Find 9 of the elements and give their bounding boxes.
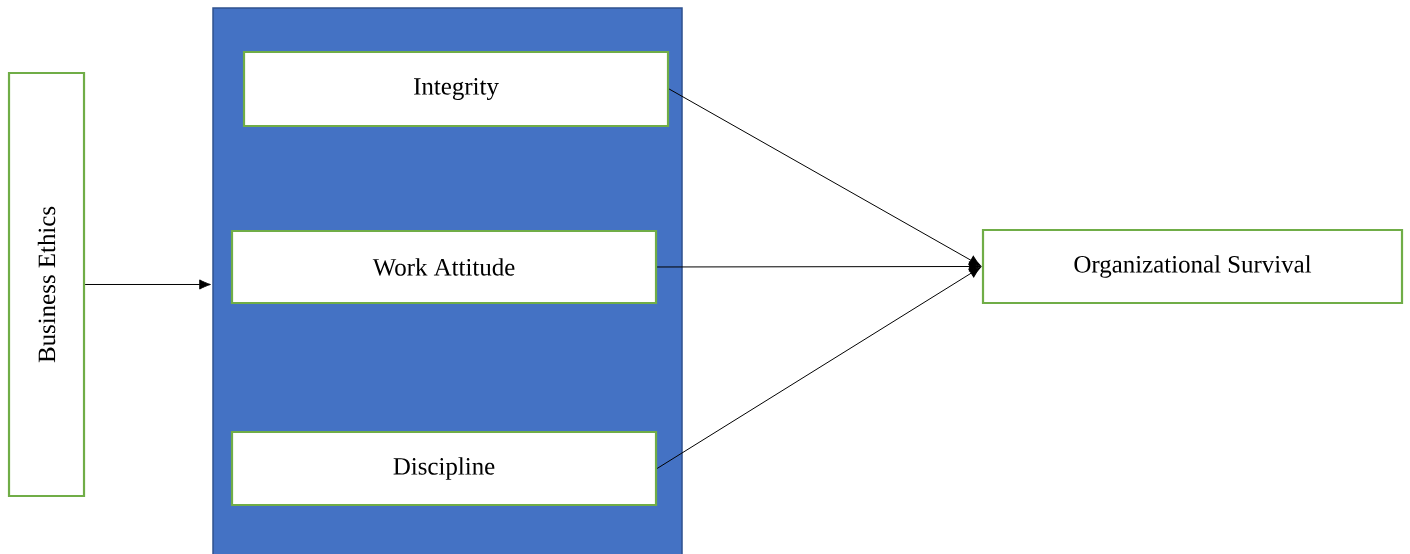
- label-box: Organizational Survival: [981, 228, 1404, 305]
- label-box: Work Attitude: [230, 229, 658, 305]
- label-box: Discipline: [230, 430, 658, 507]
- rotated-label-box: Business Ethics: [7, 71, 86, 498]
- arrow: [656, 261, 981, 272]
- arrow: [656, 266, 981, 469]
- arrow: [84, 279, 211, 290]
- arrow: [668, 88, 981, 267]
- label-box: Integrity: [242, 50, 670, 128]
